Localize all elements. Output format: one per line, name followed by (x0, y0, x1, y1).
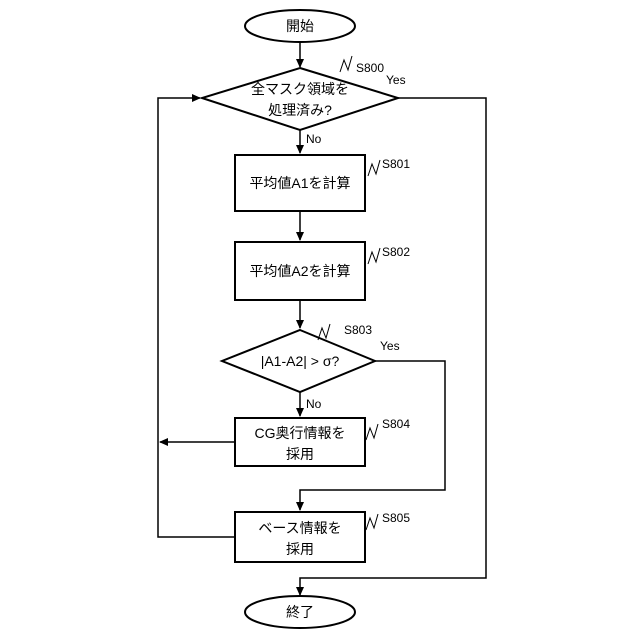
step-marker-s801 (368, 160, 380, 176)
branch-no-s803: No (306, 397, 322, 411)
process-s801: 平均値A1を計算 (235, 155, 365, 211)
process-s804-line1: CG奥行情報を (255, 425, 346, 441)
branch-yes-s803: Yes (380, 339, 400, 353)
branch-no-s800: No (306, 132, 322, 146)
process-s805-line2: 採用 (286, 541, 314, 557)
step-label-s801: S801 (382, 157, 410, 171)
process-s802: 平均値A2を計算 (235, 242, 365, 300)
connector-loop-back-s800 (158, 98, 235, 537)
decision-s800-line2: 処理済み? (268, 102, 332, 118)
process-s802-label: 平均値A2を計算 (249, 263, 350, 279)
step-marker-s800 (340, 56, 352, 72)
end-label: 終了 (286, 604, 314, 620)
end-terminal: 終了 (245, 596, 355, 628)
step-marker-s802 (368, 248, 380, 264)
decision-s803: |A1-A2| > σ? (222, 330, 375, 392)
step-label-s805: S805 (382, 511, 410, 525)
process-s805-line1: ベース情報を (258, 520, 341, 536)
step-label-s803: S803 (344, 323, 372, 337)
start-label: 開始 (286, 18, 314, 34)
decision-s803-label: |A1-A2| > σ? (261, 353, 340, 369)
process-s801-label: 平均値A1を計算 (249, 175, 350, 191)
step-label-s804: S804 (382, 417, 410, 431)
decision-s800: 全マスク領域を 処理済み? (202, 68, 398, 130)
step-label-s802: S802 (382, 245, 410, 259)
step-marker-s805 (366, 514, 378, 530)
branch-yes-s800: Yes (386, 73, 406, 87)
process-s805: ベース情報を 採用 (235, 512, 365, 562)
process-s804-line2: 採用 (286, 446, 314, 462)
step-label-s800: S800 (356, 61, 384, 75)
process-s804: CG奥行情報を 採用 (235, 418, 365, 466)
decision-s800-line1: 全マスク領域を (251, 81, 349, 97)
step-marker-s804 (366, 424, 378, 440)
start-terminal: 開始 (245, 10, 355, 42)
